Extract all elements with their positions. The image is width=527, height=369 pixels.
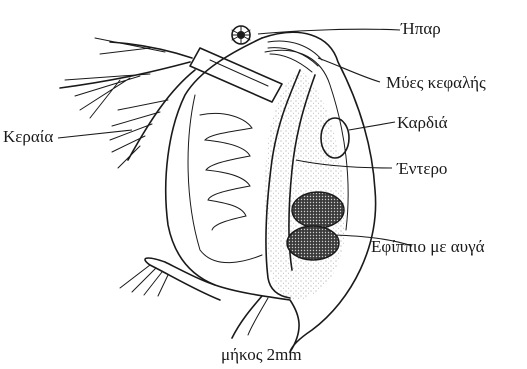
antenna-base <box>190 48 282 102</box>
label-head-muscles: Μύες κεφαλής <box>386 73 486 92</box>
brood-chamber <box>188 95 262 263</box>
tail-spine <box>120 258 268 338</box>
label-length: μήκος 2mm <box>221 345 302 364</box>
label-intestine: Έντερο <box>396 159 447 178</box>
label-heart: Καρδιά <box>397 113 448 132</box>
antenna <box>60 38 195 168</box>
leader-lines <box>58 29 412 246</box>
label-ephippium: Εφίππιο με αυγά <box>371 237 485 256</box>
label-liver: Ήπαρ <box>400 19 441 38</box>
compound-eye <box>232 26 250 44</box>
head-muscles <box>268 41 322 72</box>
label-antenna: Κεραία <box>3 127 53 146</box>
